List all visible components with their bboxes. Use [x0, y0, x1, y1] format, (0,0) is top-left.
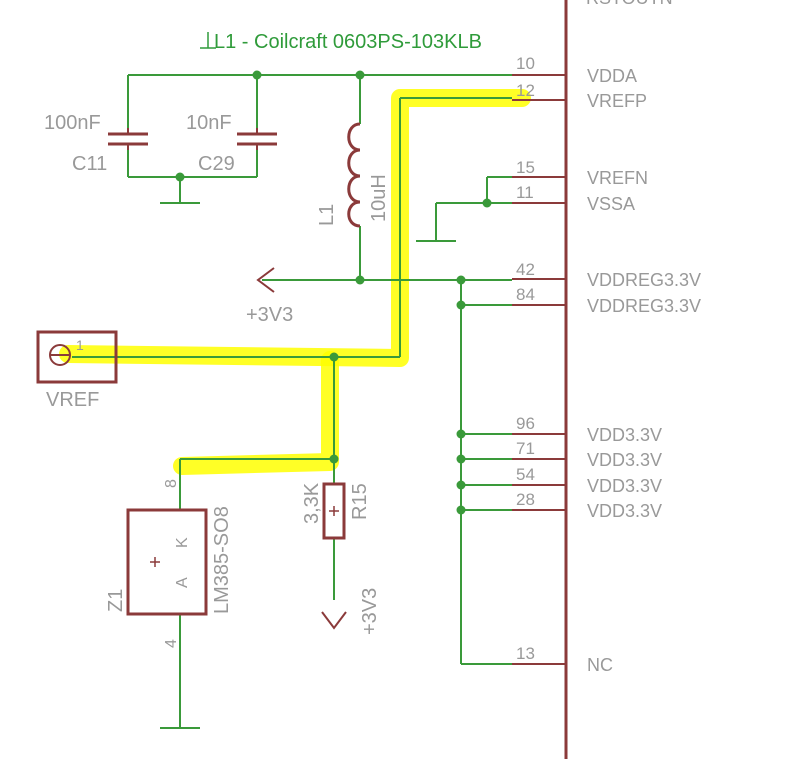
- z1-name: Z1: [105, 589, 127, 612]
- pin-number: 71: [516, 439, 535, 458]
- vref-pad: 1 VREF: [36, 330, 118, 411]
- part-note: L1 - Coilcraft 0603PS-103KLB: [200, 31, 482, 53]
- pin-name: VREFP: [587, 91, 647, 111]
- pin-name: VDD3.3V: [587, 450, 662, 470]
- wires: [72, 74, 512, 728]
- pin-name: VDD3.3V: [587, 425, 662, 445]
- ic-pin-stubs: [512, 74, 566, 665]
- pin-number: 54: [516, 465, 535, 484]
- resistor-r15: 3,3K R15: [301, 482, 371, 540]
- pin-number: 15: [516, 158, 535, 177]
- c11-name: C11: [72, 153, 107, 175]
- pin-number: 10: [516, 54, 535, 73]
- pin-number: 42: [516, 260, 535, 279]
- pin-number: 84: [516, 285, 535, 304]
- pin-number: 96: [516, 414, 535, 433]
- highlight-trace: [59, 89, 531, 475]
- ground-symbols: [160, 202, 456, 729]
- vref-label: VREF: [46, 389, 99, 411]
- pin-name: VDD3.3V: [587, 476, 662, 496]
- z1-part: LM385-SO8: [211, 506, 233, 614]
- pin-name: VDD3.3V: [587, 501, 662, 521]
- l1-name: L1: [316, 204, 338, 226]
- top-cut-label: RSTOUTN: [586, 0, 673, 8]
- inductor-l1: L1 10uH: [316, 122, 390, 228]
- pin-name: VDDA: [587, 66, 637, 86]
- r15-name: R15: [349, 483, 371, 520]
- supply-label-bottom: +3V3: [359, 588, 381, 635]
- pin-name: VREFN: [587, 168, 648, 188]
- z1-pin-top: 8: [163, 479, 180, 488]
- pin-number: 13: [516, 644, 535, 663]
- ic-pin-names: VDDA VREFP VREFN VSSA VDDREG3.3V VDDREG3…: [587, 66, 701, 675]
- supply-label-left: +3V3: [246, 304, 293, 326]
- pin-name: NC: [587, 655, 613, 675]
- zener-z1: A K 8 4 Z1 LM385-SO8: [105, 479, 233, 648]
- junction-dots: [175, 70, 492, 515]
- z1-cathode-label: K: [174, 537, 191, 548]
- z1-anode-label: A: [174, 577, 191, 588]
- c29-value: 10nF: [186, 112, 232, 134]
- supply-arrow-bottom: +3V3: [321, 588, 381, 635]
- c11-value: 100nF: [44, 112, 101, 134]
- pin-number: 28: [516, 490, 535, 509]
- r15-value: 3,3K: [301, 482, 323, 524]
- pin-number: 11: [516, 183, 534, 202]
- vref-pin-number: 1: [76, 337, 84, 353]
- pin-number: 12: [516, 81, 535, 100]
- supply-arrow-left: +3V3: [246, 267, 293, 326]
- pin-name: VDDREG3.3V: [587, 270, 701, 290]
- capacitor-c29: 10nF C29: [186, 112, 277, 175]
- pin-name: VSSA: [587, 194, 635, 214]
- l1-value: 10uH: [368, 174, 390, 222]
- part-note-text: L1 - Coilcraft 0603PS-103KLB: [214, 31, 482, 53]
- ic-pin-numbers: 10 12 15 11 42 84 96 71 54 28 13: [516, 54, 535, 663]
- capacitor-c11: 100nF C11: [44, 112, 148, 175]
- c29-name: C29: [198, 153, 235, 175]
- pin-name: VDDREG3.3V: [587, 296, 701, 316]
- z1-pin-bottom: 4: [163, 639, 180, 648]
